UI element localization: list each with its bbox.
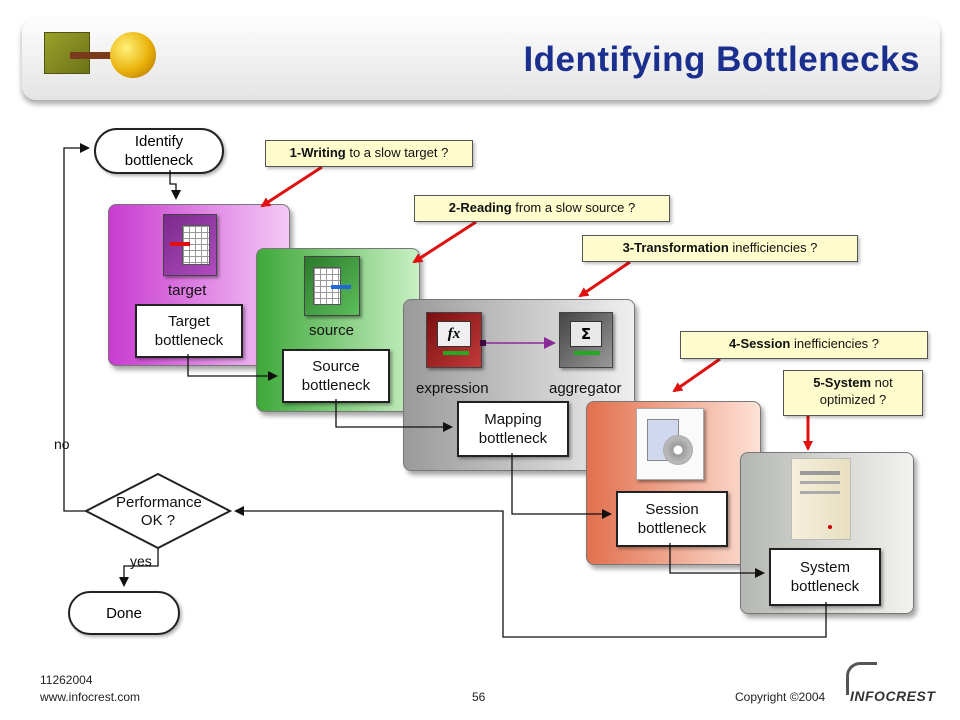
system-bottleneck-box: System bottleneck xyxy=(769,548,881,606)
source-icon-label: source xyxy=(309,322,355,339)
page-title: Identifying Bottlenecks xyxy=(523,40,920,79)
source-icon xyxy=(304,256,360,316)
footer-date: 11262004 xyxy=(40,673,93,687)
no-label: no xyxy=(54,436,70,452)
footer-copyright: Copyright ©2004 xyxy=(735,690,826,704)
identify-bottleneck-terminal: Identify bottleneck xyxy=(94,128,224,174)
expression-label: expression xyxy=(416,380,489,397)
sphere-icon xyxy=(110,32,156,78)
performance-label: Performance OK ? xyxy=(116,494,202,529)
infocrest-logo: INFOCREST xyxy=(850,688,936,704)
callout-writing: 1-Writing to a slow target ? xyxy=(265,140,473,167)
performance-decision-diamond xyxy=(83,472,233,550)
source-bottleneck-box: Source bottleneck xyxy=(282,349,390,403)
arrow-icon xyxy=(70,52,132,59)
callout-session: 4-Session inefficiencies ? xyxy=(680,331,928,359)
footer-url: www.infocrest.com xyxy=(40,690,141,704)
aggregator-icon: Σ xyxy=(559,312,613,368)
computer-tower-icon xyxy=(791,458,851,540)
callout-reading: 2-Reading from a slow source ? xyxy=(414,195,670,222)
callout-transformation: 3-Transformation inefficiencies ? xyxy=(582,235,858,262)
expression-icon: fx xyxy=(426,312,482,368)
header-bar xyxy=(22,18,940,100)
infocrest-logo-mark xyxy=(846,662,877,695)
yes-label: yes xyxy=(130,553,152,569)
target-icon xyxy=(163,214,217,276)
callout-system: 5-System not optimized ? xyxy=(783,370,923,416)
session-bottleneck-box: Session bottleneck xyxy=(616,491,728,547)
target-icon-label: target xyxy=(168,282,207,299)
gear-icon xyxy=(636,408,704,480)
done-terminal: Done xyxy=(68,591,180,635)
mapping-bottleneck-box: Mapping bottleneck xyxy=(457,401,569,457)
target-bottleneck-box: Target bottleneck xyxy=(135,304,243,358)
footer-page-number: 56 xyxy=(472,690,486,704)
aggregator-label: aggregator xyxy=(549,380,622,397)
